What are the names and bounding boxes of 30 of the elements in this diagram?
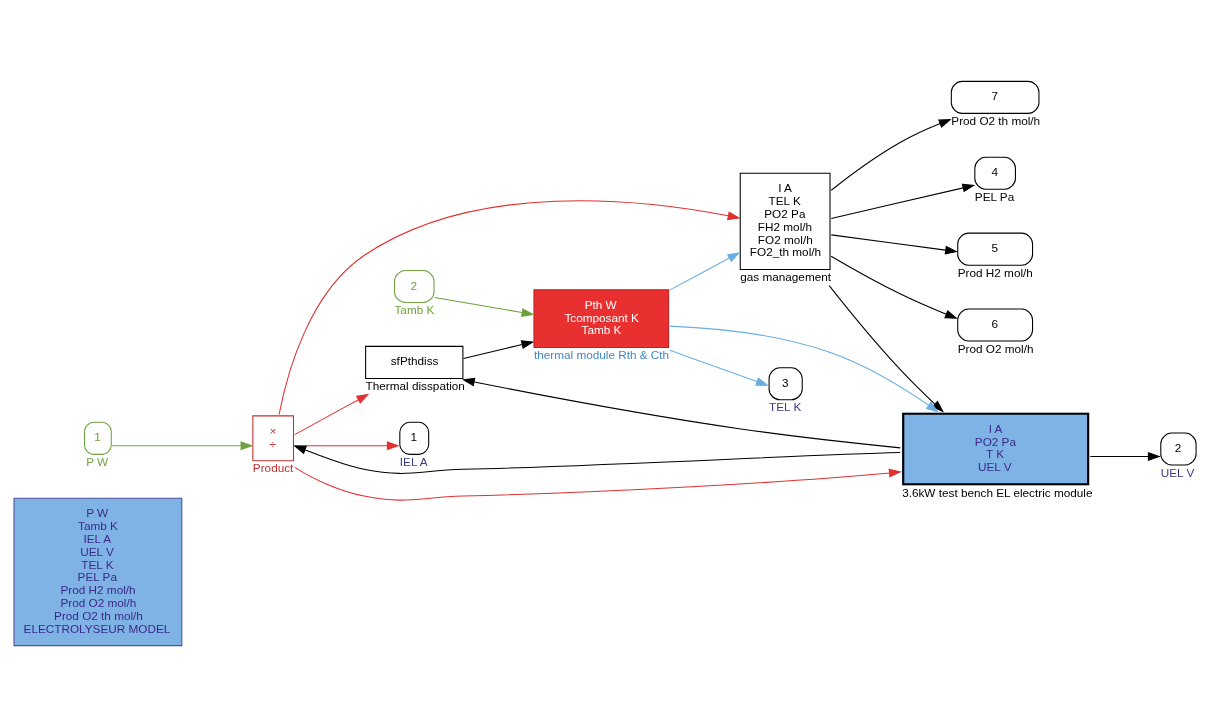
node-label: IEL A <box>399 454 428 468</box>
arrow <box>463 339 535 359</box>
arrow <box>111 440 254 450</box>
arrow <box>830 183 976 219</box>
arrow <box>294 393 370 435</box>
arrow <box>669 251 741 290</box>
node-label: thermal module Rth & Cth <box>533 347 670 361</box>
node-label: Prod O2 mol/h <box>957 341 1034 355</box>
node-label: Prod O2 th mol/h <box>951 113 1041 127</box>
arrow <box>461 377 901 448</box>
node-label: PEL Pa <box>974 189 1015 203</box>
arrow <box>434 296 535 317</box>
node-label: Product <box>252 460 294 474</box>
arrow <box>830 255 958 319</box>
arrow <box>1089 451 1161 461</box>
arrow <box>669 325 939 412</box>
node-label: Prod H2 mol/h <box>957 265 1033 279</box>
arrow <box>294 466 902 501</box>
node-label: TEL K <box>769 399 802 413</box>
arrow <box>830 233 958 255</box>
node-label: P W <box>86 454 109 468</box>
node-label: gas management <box>740 269 832 283</box>
node-label: UEL V <box>1160 465 1195 479</box>
arrow <box>830 118 952 191</box>
node-label: 3.6kW test bench EL electric module <box>902 485 1093 499</box>
arrow <box>293 445 901 474</box>
node-label: Tamb K <box>394 302 435 316</box>
arrow <box>278 199 741 415</box>
arrow <box>669 349 769 386</box>
node-label: Thermal disspation <box>365 378 465 392</box>
